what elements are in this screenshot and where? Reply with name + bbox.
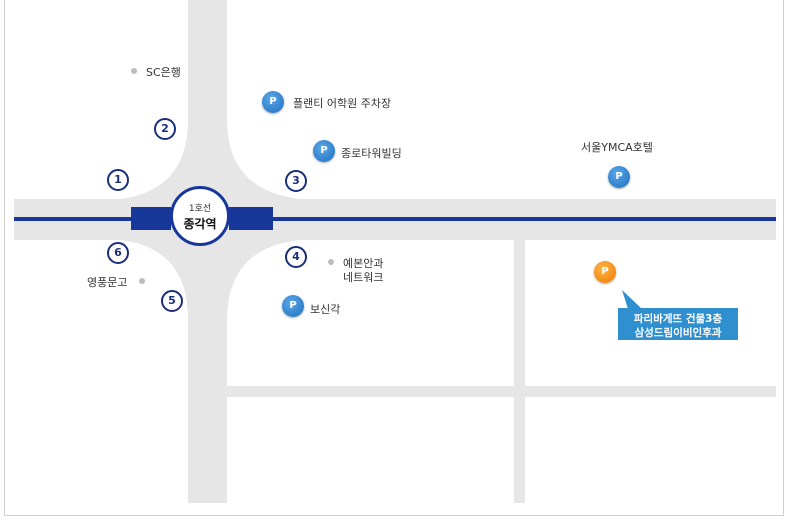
road-vertical-main <box>188 0 227 503</box>
parking-icon-bosingak[interactable]: P <box>282 295 304 317</box>
exit-2[interactable]: 2 <box>154 118 176 140</box>
landmark-dot-sc-bank <box>131 68 137 74</box>
label-yeongpung: 영풍문고 <box>87 276 128 289</box>
parking-icon-ymca[interactable]: P <box>608 166 630 188</box>
callout-line-2: 삼성드림이비인후과 <box>634 327 722 339</box>
station-marker[interactable]: 1호선 종각역 <box>170 186 230 246</box>
label-jongno-tower: 종로타워빌딩 <box>341 147 402 160</box>
exit-6[interactable]: 6 <box>107 242 129 264</box>
callout-line-1: 파리바게뜨 건물3층 <box>633 313 723 325</box>
road-side-horizontal <box>227 386 776 397</box>
label-seoul-ymca: 서울YMCA호텔 <box>581 141 653 154</box>
subway-line <box>14 217 776 221</box>
exit-3[interactable]: 3 <box>285 170 307 192</box>
road-corner-ne <box>227 120 300 199</box>
road-corner-nw <box>120 120 188 199</box>
label-sc-bank: SC은행 <box>146 66 181 79</box>
road-corner-se <box>227 240 300 320</box>
callout-pointer <box>622 290 642 309</box>
destination-icon[interactable]: P <box>594 261 616 283</box>
label-yebon-2: 네트워크 <box>343 271 384 284</box>
destination-callout: 파리바게뜨 건물3층 삼성드림이비인후과 <box>618 308 738 340</box>
station-line: 1호선 <box>188 204 212 214</box>
label-bosingak: 보신각 <box>310 303 341 316</box>
parking-icon-jongno-tower[interactable]: P <box>313 140 335 162</box>
exit-5[interactable]: 5 <box>161 290 183 312</box>
road-side-vertical <box>514 240 525 503</box>
map-frame <box>4 0 784 516</box>
platform-west <box>131 207 171 230</box>
label-plenty: 플랜티 어학원 주차장 <box>293 97 392 110</box>
platform-east <box>229 207 273 230</box>
road-corner-sw <box>120 240 188 320</box>
parking-icon-plenty[interactable]: P <box>262 91 284 113</box>
exit-1[interactable]: 1 <box>107 169 129 191</box>
landmark-dot-yeongpung <box>139 278 145 284</box>
station-name: 종각역 <box>183 217 217 231</box>
exit-4[interactable]: 4 <box>285 246 307 268</box>
landmark-dot-yebon <box>328 259 334 265</box>
label-yebon-1: 예본안과 <box>343 257 384 270</box>
